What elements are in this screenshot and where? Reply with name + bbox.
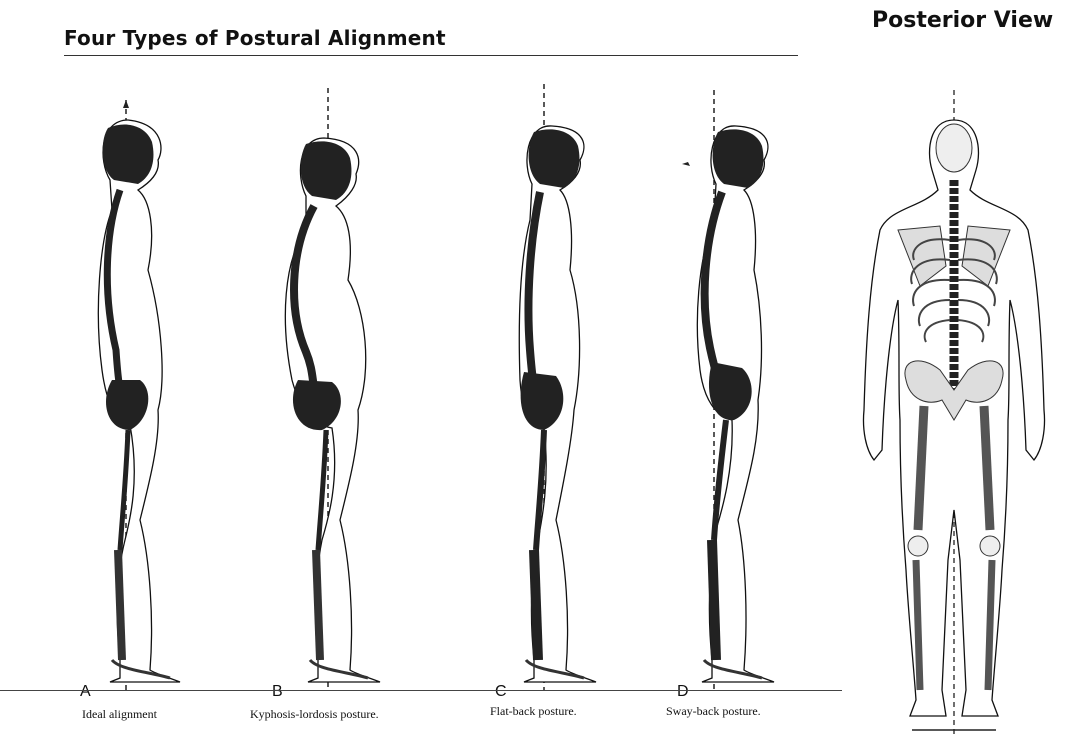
figure-c-flat-back [478, 80, 618, 700]
posterior-view-figure [860, 90, 1050, 736]
figure-d-letter: D [677, 683, 689, 701]
caption-d: Sway-back posture. [666, 704, 761, 719]
figure-a-ideal [70, 80, 210, 700]
caption-b: Kyphosis-lordosis posture. [250, 707, 379, 722]
main-title: Four Types of Postural Alignment [64, 26, 446, 50]
figure-b-kyphosis-lordosis [262, 80, 402, 700]
floor-line [0, 690, 842, 691]
figure-b-letter: B [272, 683, 283, 701]
posterior-title: Posterior View [872, 8, 1053, 33]
caption-c: Flat-back posture. [490, 704, 577, 719]
title-underline [64, 55, 798, 56]
caption-a: Ideal alignment [82, 707, 157, 722]
figure-a-letter: A [80, 683, 91, 701]
figure-d-sway-back [660, 80, 800, 700]
figure-c-letter: C [495, 683, 507, 701]
